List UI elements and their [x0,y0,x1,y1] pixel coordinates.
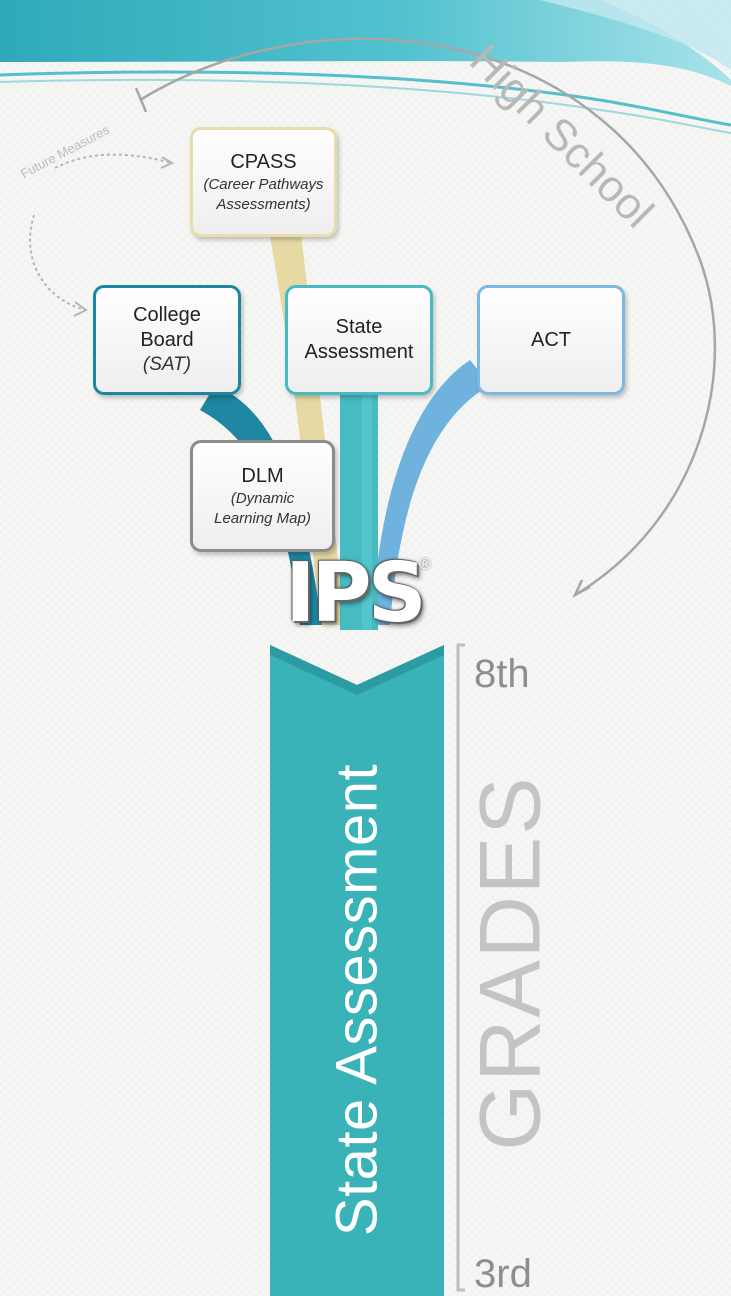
state-assessment-title: State Assessment [304,316,414,363]
ips-registered-mark: ® [419,556,431,573]
grade-bracket [456,643,465,1292]
college-board-subtitle: (SAT) [142,353,192,375]
state-assessment-stem-label: State Assessment [324,763,390,1237]
dlm-box: DLM (Dynamic Learning Map) [190,440,335,552]
ips-logo: IPS [285,546,427,641]
state-assessment-box: State Assessment [285,285,433,395]
main-stem [270,645,444,1296]
state-strand-highlight [362,390,372,630]
future-measures-arrowhead-top [160,156,175,169]
college-board-box: College Board (SAT) [93,285,241,395]
future-measures-arrowhead-bottom [73,301,88,317]
cpass-title: CPASS [230,151,297,173]
grades-label: GRADES [462,775,559,1151]
high-school-arrowhead [572,579,591,598]
cpass-box: CPASS (Career Pathways Assessments) [190,127,337,237]
header-wave [0,0,731,134]
future-measures-arrow-bottom [29,214,87,311]
main-stem-notch-shadow [270,645,444,695]
grade-3rd-label: 3rd [474,1252,532,1296]
high-school-arc [139,37,717,597]
high-school-arc-tail [134,87,148,113]
grade-8th-label: 8th [474,652,530,696]
act-title: ACT [531,328,571,351]
cpass-subtitle: (Career Pathways Assessments) [203,176,324,213]
college-board-strand [200,385,322,625]
future-measures-arrow-top [54,153,173,169]
college-board-title: College Board [133,303,201,351]
act-box: ACT [477,285,625,395]
dlm-subtitle: (Dynamic Learning Map) [214,490,311,527]
dlm-title: DLM [241,465,284,487]
